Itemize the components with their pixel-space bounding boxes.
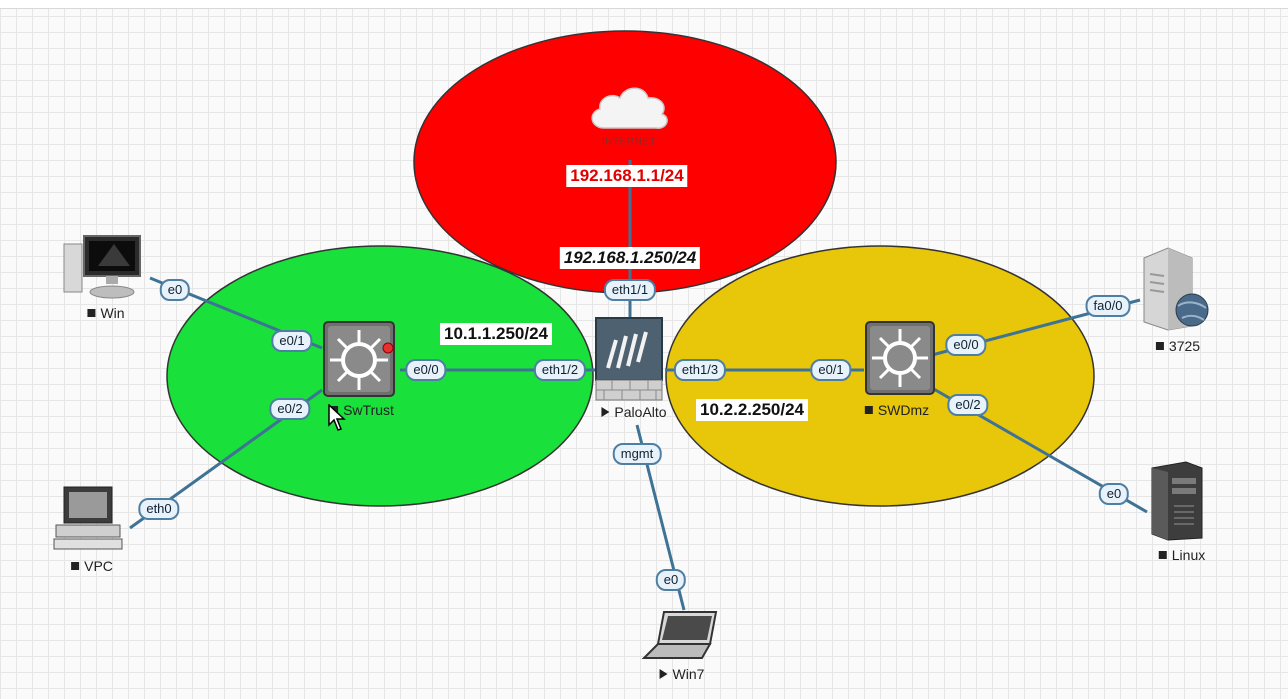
paloalto-outside-ip-label: 192.168.1.250/24 (559, 247, 701, 269)
running-triangle-icon (601, 407, 610, 418)
win-name: Win (100, 305, 125, 321)
vpc-label: VPC (71, 558, 113, 574)
port-paloalto-eth1-1[interactable]: eth1/1 (603, 279, 657, 301)
port-linux-e0[interactable]: e0 (1098, 483, 1130, 505)
port-swtrust-e0-1[interactable]: e0/1 (271, 330, 313, 352)
vpc-node[interactable] (52, 485, 126, 551)
port-paloalto-mgmt[interactable]: mgmt (612, 443, 662, 465)
port-swdmz-e0-1[interactable]: e0/1 (810, 359, 852, 381)
paloalto-name: PaloAlto (614, 404, 667, 420)
swtrust-node[interactable] (322, 320, 396, 398)
win-node[interactable] (60, 232, 144, 304)
port-swdmz-e0-0[interactable]: e0/0 (945, 334, 987, 356)
port-win7-e0[interactable]: e0 (655, 569, 687, 591)
vpc-computer-icon (53, 486, 123, 550)
status-square-icon (1158, 551, 1167, 560)
port-3725-fa0-0[interactable]: fa0/0 (1085, 295, 1131, 317)
internet-cloud-node[interactable]: INTERNET (586, 80, 672, 156)
win7-node[interactable] (640, 610, 720, 662)
internet-ip-label: 192.168.1.1/24 (566, 165, 688, 187)
port-vpc-eth0[interactable]: eth0 (138, 498, 180, 520)
firewall-icon (595, 317, 663, 401)
linux-node[interactable] (1146, 458, 1208, 542)
internet-cloud-label: INTERNET (602, 136, 656, 148)
port-swdmz-e0-2[interactable]: e0/2 (947, 394, 989, 416)
linux-label: Linux (1158, 547, 1206, 563)
laptop-icon (641, 611, 718, 659)
swtrust-name: SwTrust (343, 402, 394, 418)
port-paloalto-eth1-2[interactable]: eth1/2 (533, 359, 587, 381)
tower-server-icon (1151, 461, 1203, 541)
paloalto-label: PaloAlto (601, 404, 667, 420)
r3725-node[interactable] (1138, 244, 1212, 332)
switch-icon (865, 321, 935, 395)
win-label: Win (87, 305, 125, 321)
swdmz-node[interactable] (864, 320, 936, 396)
mouse-cursor-icon (328, 404, 346, 431)
trust-network-label: 10.1.1.250/24 (440, 323, 552, 345)
status-square-icon (1155, 342, 1164, 351)
r3725-name: 3725 (1168, 338, 1201, 354)
status-square-icon (864, 406, 873, 415)
port-paloalto-eth1-3[interactable]: eth1/3 (673, 359, 727, 381)
port-swtrust-e0-0[interactable]: e0/0 (405, 359, 447, 381)
win7-label: Win7 (659, 666, 705, 682)
win7-name: Win7 (672, 666, 705, 682)
desktop-pc-icon (63, 235, 141, 299)
paloalto-node[interactable] (594, 316, 664, 402)
linux-name: Linux (1171, 547, 1206, 563)
vpc-name: VPC (84, 558, 113, 574)
port-swtrust-e0-2[interactable]: e0/2 (269, 398, 311, 420)
server-icon (1143, 247, 1209, 331)
status-square-icon (71, 562, 80, 571)
dmz-network-label: 10.2.2.250/24 (696, 399, 808, 421)
swdmz-label: SWDmz (864, 402, 930, 418)
swdmz-name: SWDmz (877, 402, 930, 418)
cloud-icon (591, 87, 668, 129)
top-toolbar-strip (0, 0, 1288, 9)
switch-icon (323, 321, 395, 397)
status-square-icon (87, 309, 96, 318)
port-win-e0[interactable]: e0 (159, 279, 191, 301)
running-triangle-icon (659, 669, 668, 680)
r3725-label: 3725 (1155, 338, 1201, 354)
